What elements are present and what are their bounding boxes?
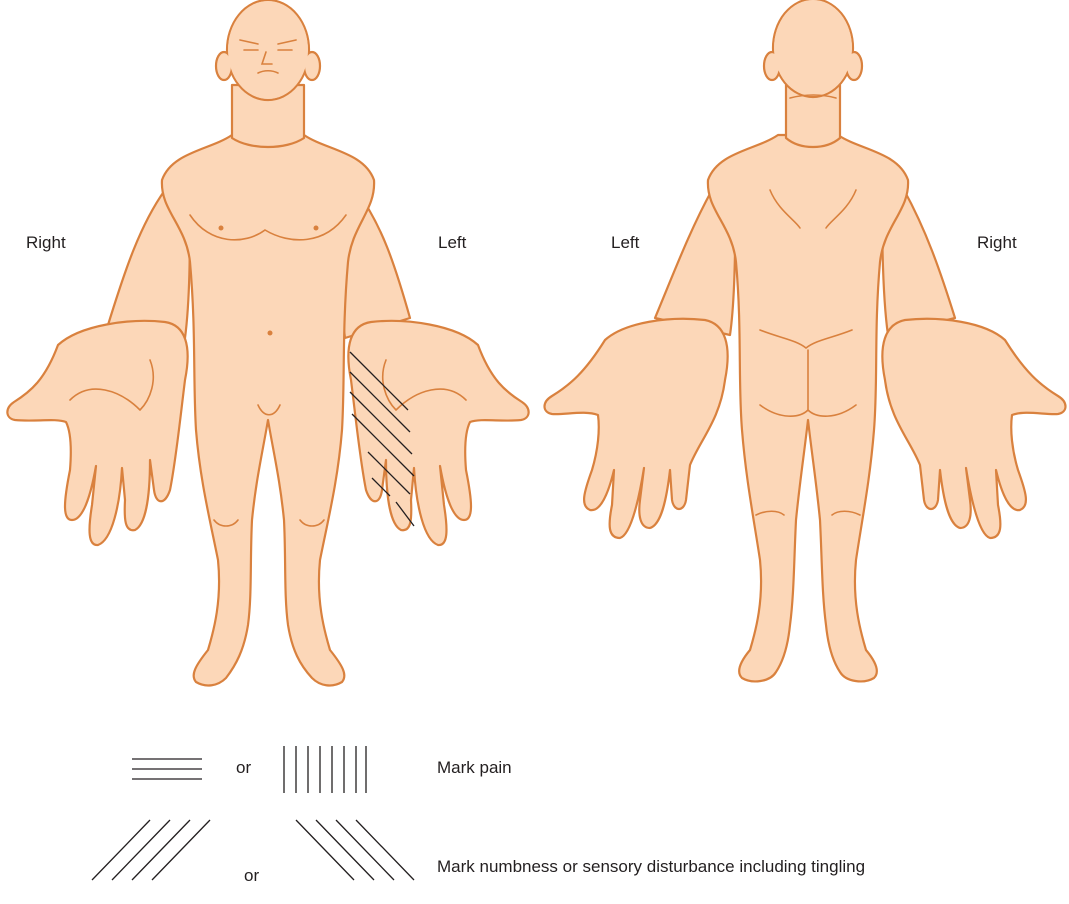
legend-numbness-text: Mark numbness or sensory disturbance inc… [437, 857, 865, 877]
back-left-label: Left [611, 233, 639, 253]
legend-pain-text: Mark pain [437, 758, 512, 778]
front-left-hand [348, 321, 528, 545]
front-left-nipple [314, 226, 319, 231]
front-figure [7, 0, 528, 685]
legend-pain-horizontal-symbol [132, 759, 202, 779]
front-right-label: Right [26, 233, 66, 253]
legend-numbness-forward-symbol [92, 820, 210, 880]
back-right-hand [882, 319, 1065, 538]
legend-pain-vertical-symbol [284, 746, 366, 793]
back-figure [545, 0, 1066, 681]
front-navel [268, 331, 273, 336]
front-right-nipple [219, 226, 224, 231]
front-torso [162, 135, 374, 685]
legend-numbness-or: or [244, 866, 259, 886]
front-right-hand [7, 321, 187, 545]
front-head-cover [228, 1, 308, 99]
front-left-label: Left [438, 233, 466, 253]
back-right-label: Right [977, 233, 1017, 253]
back-left-hand [545, 319, 728, 538]
legend-pain-or: or [236, 758, 251, 778]
legend-numbness-backward-symbol [296, 820, 414, 880]
